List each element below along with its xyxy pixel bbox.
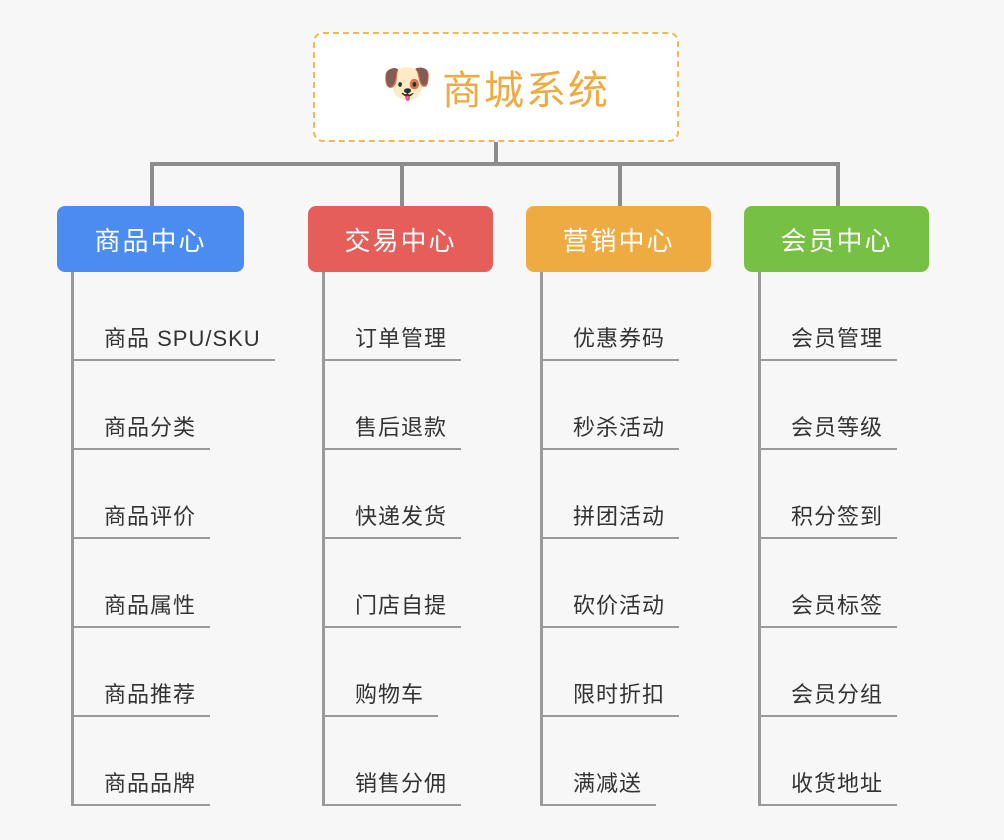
leaf-label: 砍价活动 [543, 588, 680, 628]
list-item[interactable]: 满减送 [543, 717, 711, 806]
list-item[interactable]: 商品品牌 [74, 717, 244, 806]
branch-column-4: 会员中心 会员管理 会员等级 积分签到 会员标签 会员分组 收货地址 [744, 206, 929, 806]
list-item[interactable]: 购物车 [325, 628, 493, 717]
list-item[interactable]: 会员管理 [761, 272, 929, 361]
root-title: 商城系统 [442, 69, 610, 113]
leaf-label: 商品推荐 [74, 677, 211, 717]
list-item[interactable]: 积分签到 [761, 450, 929, 539]
trunk-connector-bar [150, 162, 840, 166]
leaf-label: 会员分组 [761, 677, 898, 717]
category-box-1[interactable]: 商品中心 [57, 206, 244, 272]
list-item[interactable]: 会员标签 [761, 539, 929, 628]
leaf-label: 会员标签 [761, 588, 898, 628]
list-item[interactable]: 会员等级 [761, 361, 929, 450]
leaf-label: 订单管理 [325, 321, 462, 361]
list-item[interactable]: 门店自提 [325, 539, 493, 628]
leaf-list-1: 商品 SPU/SKU 商品分类 商品评价 商品属性 商品推荐 商品品牌 [71, 272, 275, 806]
root-stem-connector [494, 142, 498, 164]
list-item[interactable]: 销售分佣 [325, 717, 493, 806]
leaf-label: 商品分类 [74, 410, 211, 450]
leaf-label: 商品评价 [74, 499, 211, 539]
list-item[interactable]: 会员分组 [761, 628, 929, 717]
list-item[interactable]: 快递发货 [325, 450, 493, 539]
branch-drop-connector-3 [618, 162, 622, 206]
leaf-label: 商品属性 [74, 588, 211, 628]
branch-column-2: 交易中心 订单管理 售后退款 快递发货 门店自提 购物车 销售分佣 [308, 206, 493, 806]
list-item[interactable]: 商品 SPU/SKU [74, 272, 275, 361]
leaf-label: 商品品牌 [74, 766, 211, 806]
root-node[interactable]: 🐶 商城系统 [313, 32, 679, 142]
list-item[interactable]: 限时折扣 [543, 628, 711, 717]
leaf-label: 快递发货 [325, 499, 462, 539]
leaf-label: 门店自提 [325, 588, 462, 628]
leaf-label: 会员管理 [761, 321, 898, 361]
list-item[interactable]: 商品分类 [74, 361, 244, 450]
leaf-label: 购物车 [325, 677, 439, 717]
list-item[interactable]: 售后退款 [325, 361, 493, 450]
leaf-list-3: 优惠券码 秒杀活动 拼团活动 砍价活动 限时折扣 满减送 [540, 272, 711, 806]
leaf-label: 销售分佣 [325, 766, 462, 806]
branch-column-3: 营销中心 优惠券码 秒杀活动 拼团活动 砍价活动 限时折扣 满减送 [526, 206, 711, 806]
branch-column-1: 商品中心 商品 SPU/SKU 商品分类 商品评价 商品属性 商品推荐 商品品牌 [57, 206, 275, 806]
category-box-4[interactable]: 会员中心 [744, 206, 929, 272]
leaf-label: 收货地址 [761, 766, 898, 806]
leaf-list-2: 订单管理 售后退款 快递发货 门店自提 购物车 销售分佣 [322, 272, 493, 806]
dog-face-icon: 🐶 [382, 62, 432, 106]
leaf-label: 售后退款 [325, 410, 462, 450]
leaf-label: 积分签到 [761, 499, 898, 539]
leaf-list-4: 会员管理 会员等级 积分签到 会员标签 会员分组 收货地址 [758, 272, 929, 806]
leaf-label: 满减送 [543, 766, 657, 806]
list-item[interactable]: 秒杀活动 [543, 361, 711, 450]
leaf-label: 限时折扣 [543, 677, 680, 717]
list-item[interactable]: 砍价活动 [543, 539, 711, 628]
list-item[interactable]: 商品评价 [74, 450, 244, 539]
leaf-label: 会员等级 [761, 410, 898, 450]
list-item[interactable]: 订单管理 [325, 272, 493, 361]
list-item[interactable]: 优惠券码 [543, 272, 711, 361]
branch-drop-connector-4 [836, 162, 840, 206]
leaf-label: 优惠券码 [543, 321, 680, 361]
leaf-label: 秒杀活动 [543, 410, 680, 450]
leaf-label: 商品 SPU/SKU [74, 321, 275, 361]
category-box-2[interactable]: 交易中心 [308, 206, 493, 272]
leaf-label: 拼团活动 [543, 499, 680, 539]
list-item[interactable]: 拼团活动 [543, 450, 711, 539]
list-item[interactable]: 商品推荐 [74, 628, 244, 717]
category-box-3[interactable]: 营销中心 [526, 206, 711, 272]
branch-drop-connector-2 [400, 162, 404, 206]
branch-drop-connector-1 [150, 162, 154, 206]
list-item[interactable]: 收货地址 [761, 717, 929, 806]
list-item[interactable]: 商品属性 [74, 539, 244, 628]
